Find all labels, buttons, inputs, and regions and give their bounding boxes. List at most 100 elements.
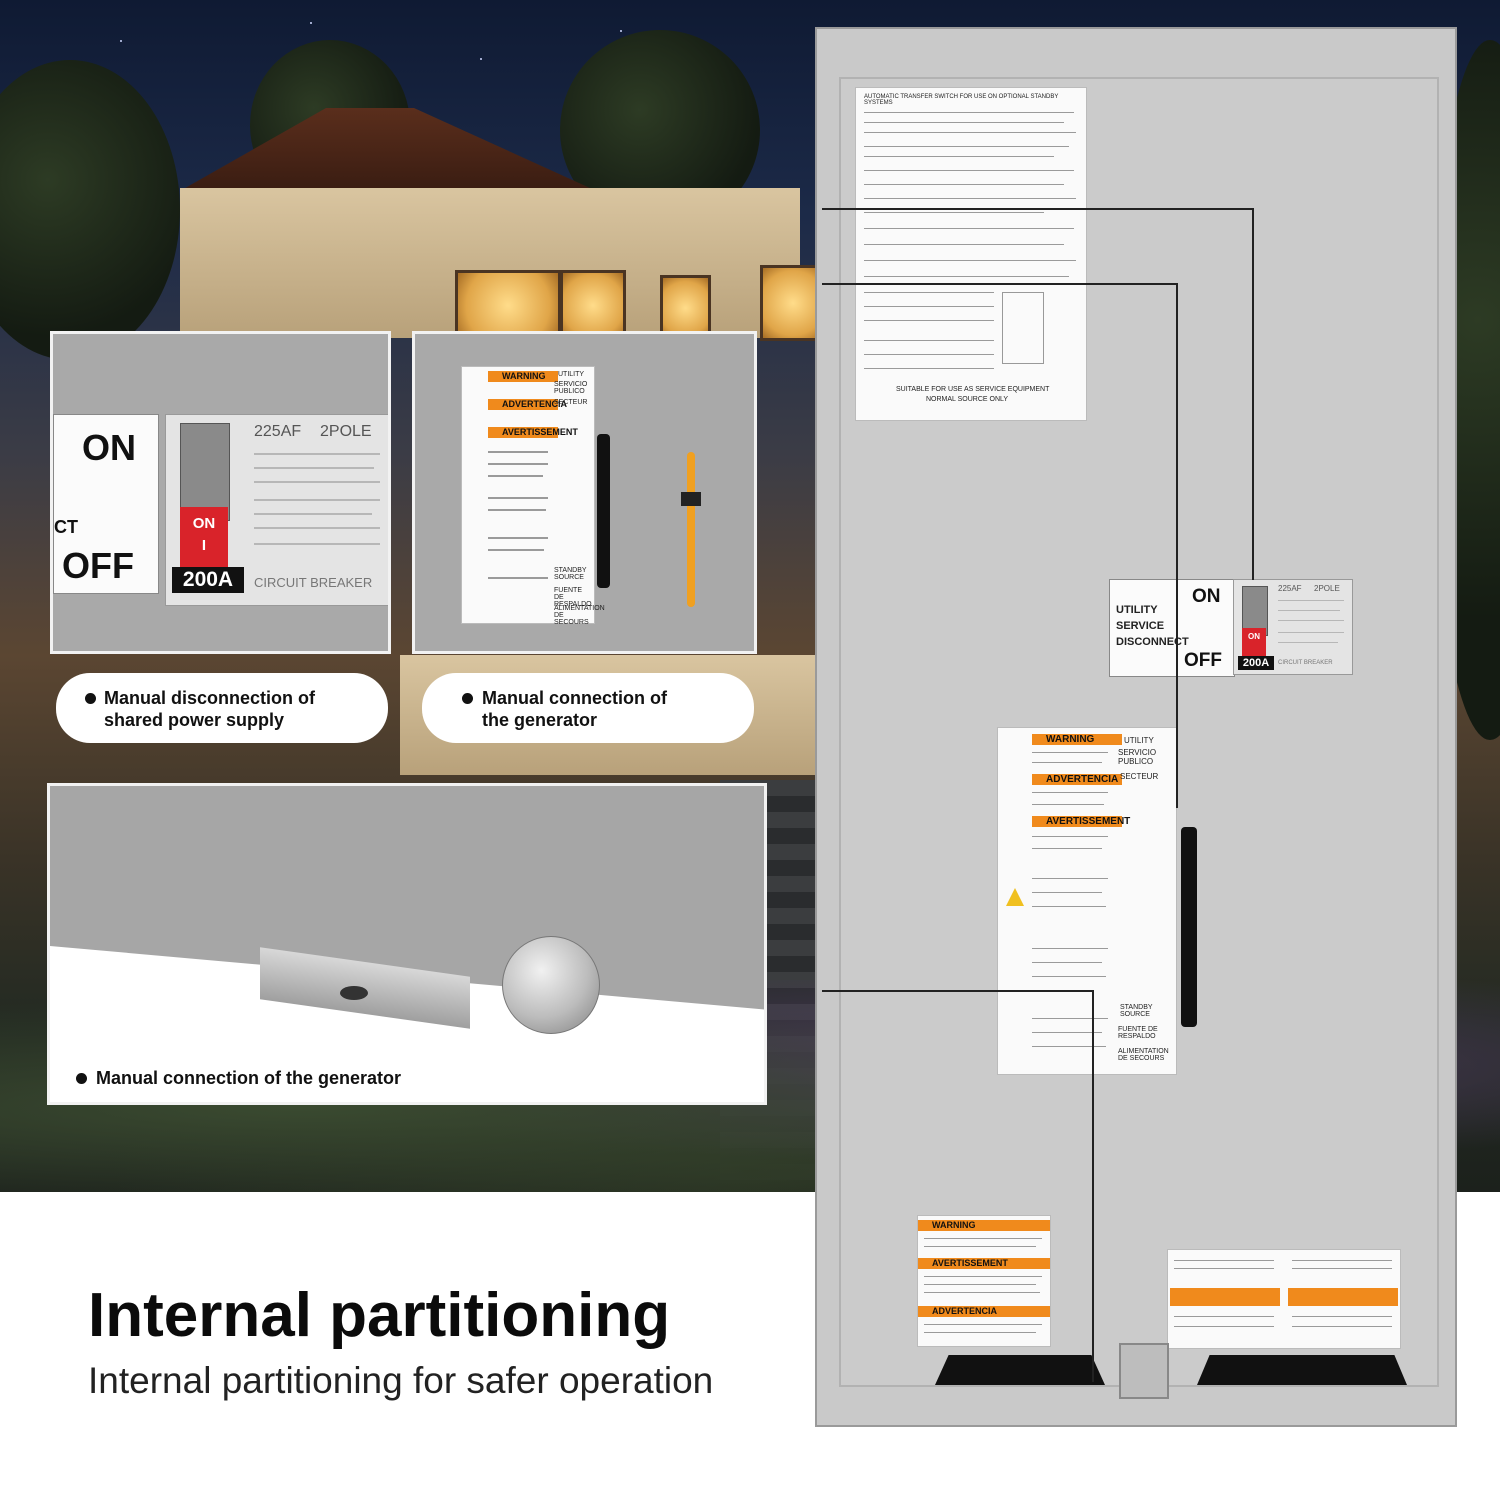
fine-print [864,354,994,355]
secours-text: ALIMENTATION DE SECOURS [554,605,605,626]
fine-print [1032,878,1108,879]
cabinet-handle-on: ON [1242,628,1266,656]
knockout-left [935,1355,1105,1385]
operating-handle[interactable] [687,452,695,607]
cabinet-servicio-text: SERVICIO PUBLICO [1118,748,1157,766]
cabinet-standby-text: STANDBY SOURCE [1120,1004,1153,1018]
warning-label-sheet: WARNING ADVERTENCIA AVERTISSEMENT UTILIT… [461,366,605,626]
fine-print [864,340,994,341]
fine-print [254,543,380,545]
fine-print [254,481,380,483]
house-roof [185,108,590,188]
bullet-dot [462,693,473,704]
service-line: SERVICE [1116,620,1165,632]
cabinet-avertissement-bar: AVERTISSEMENT [1032,816,1130,827]
fine-print [488,509,546,511]
fine-print [1032,804,1104,805]
star [310,22,312,24]
circuit-breaker: ON I 200A 225AF 2POLE CIRCUIT BREAKER [165,414,388,606]
fine-print [1174,1326,1274,1327]
fine-print [1032,906,1106,907]
manual-operation-label: WARNING ADVERTENCIA AVERTISSEMENT UTILIT… [997,727,1177,1075]
cabinet-breaker-title: CIRCUIT BREAKER [1278,660,1333,666]
fine-print [1278,632,1344,633]
spec-title: AUTOMATIC TRANSFER SWITCH FOR USE ON OPT… [864,94,1059,106]
fine-print [488,497,548,499]
cabinet-on-label: ON [1192,586,1221,607]
caption-line: the generator [482,710,598,730]
fine-print [1278,600,1344,601]
padlock-hasp[interactable] [1119,1343,1169,1399]
fine-print [924,1324,1042,1325]
fine-print [254,499,380,501]
cabinet-poles: 2POLE [1314,584,1340,593]
callout-line [822,990,1094,992]
caption-line: Manual disconnection of [104,688,316,708]
fine-print [924,1292,1040,1293]
fine-print [924,1246,1036,1247]
cabinet-secours-text: ALIMENTATION DE SECOURS [1118,1048,1169,1062]
cabinet-circuit-breaker: ON 200A 225AF 2POLE CIRCUIT BREAKER [1233,579,1353,675]
disconnect-line: DISCONNECT [1116,636,1189,648]
fine-print [864,306,994,307]
fine-print [864,368,994,369]
fine-print [1032,892,1102,893]
window [455,270,561,341]
latch-hole [340,986,368,1000]
thumb-screw-knob[interactable] [502,936,600,1034]
normal-source-text: NORMAL SOURCE ONLY [926,396,1009,403]
servicio-text: SERVICIO PUBLICO [554,381,588,395]
utility-text: UTILITY [558,371,585,378]
star [620,30,622,32]
fine-print [1292,1268,1392,1269]
fine-print [864,132,1076,133]
cabinet-advertencia-bar: ADVERTENCIA [1032,774,1122,785]
fine-print [1032,1032,1102,1033]
fine-print [864,260,1076,261]
caption-shared-power: Manual disconnection of shared power sup… [56,673,388,743]
fine-print [1292,1316,1392,1317]
fine-print [1174,1316,1274,1317]
fine-print [1278,610,1340,611]
on-off-plate: ON CT OFF [53,414,159,594]
cabinet-secteur-text: SECTEUR [1120,772,1159,781]
fine-print [254,513,372,515]
handle-clip [681,492,701,506]
tree [0,60,180,360]
respaldo-text: FUENTE DE RESPALDO [554,587,592,608]
knob-closeup-panel: Manual connection of the generator [47,783,767,1105]
callout-line [822,208,1254,210]
fine-print [1032,1046,1106,1047]
fine-print [864,156,1054,157]
headline: Internal partitioning [88,1281,671,1350]
cabinet-inner: AUTOMATIC TRANSFER SWITCH FOR USE ON OPT… [839,77,1439,1399]
wiring-diagram [1002,292,1044,364]
fine-print [254,467,374,469]
transfer-switch-cabinet: AUTOMATIC TRANSFER SWITCH FOR USE ON OPT… [815,27,1457,1427]
fine-print [1174,1268,1274,1269]
fine-print [1032,836,1108,837]
caption-text: Manual connection of the generator [96,1068,402,1088]
fine-print [1032,962,1102,963]
caption-line: shared power supply [104,710,285,730]
fine-print [864,276,1069,277]
fine-print [1032,762,1102,763]
fine-print [488,537,548,539]
star [120,40,122,42]
handle-on-indicator: ON I [180,507,228,567]
standby-text: STANDBY SOURCE [554,567,587,581]
fine-print [1032,1018,1108,1019]
callout-line [1092,990,1094,1382]
fine-print [1278,620,1344,621]
warning-bar: WARNING [488,371,558,382]
fine-print [864,170,1074,171]
bullet-dot [85,693,96,704]
fine-print [924,1332,1036,1333]
fine-print [864,320,994,321]
breaker-handle[interactable] [180,423,230,521]
bullet-dot [76,1073,87,1084]
breaker-title: CIRCUIT BREAKER [254,575,373,590]
bottom-warning-label: WARNING AVERTISSEMENT ADVERTENCIA [917,1215,1051,1347]
inverted-warning-bar [1288,1288,1398,1306]
caption-generator: Manual connection of the generator [422,673,754,743]
